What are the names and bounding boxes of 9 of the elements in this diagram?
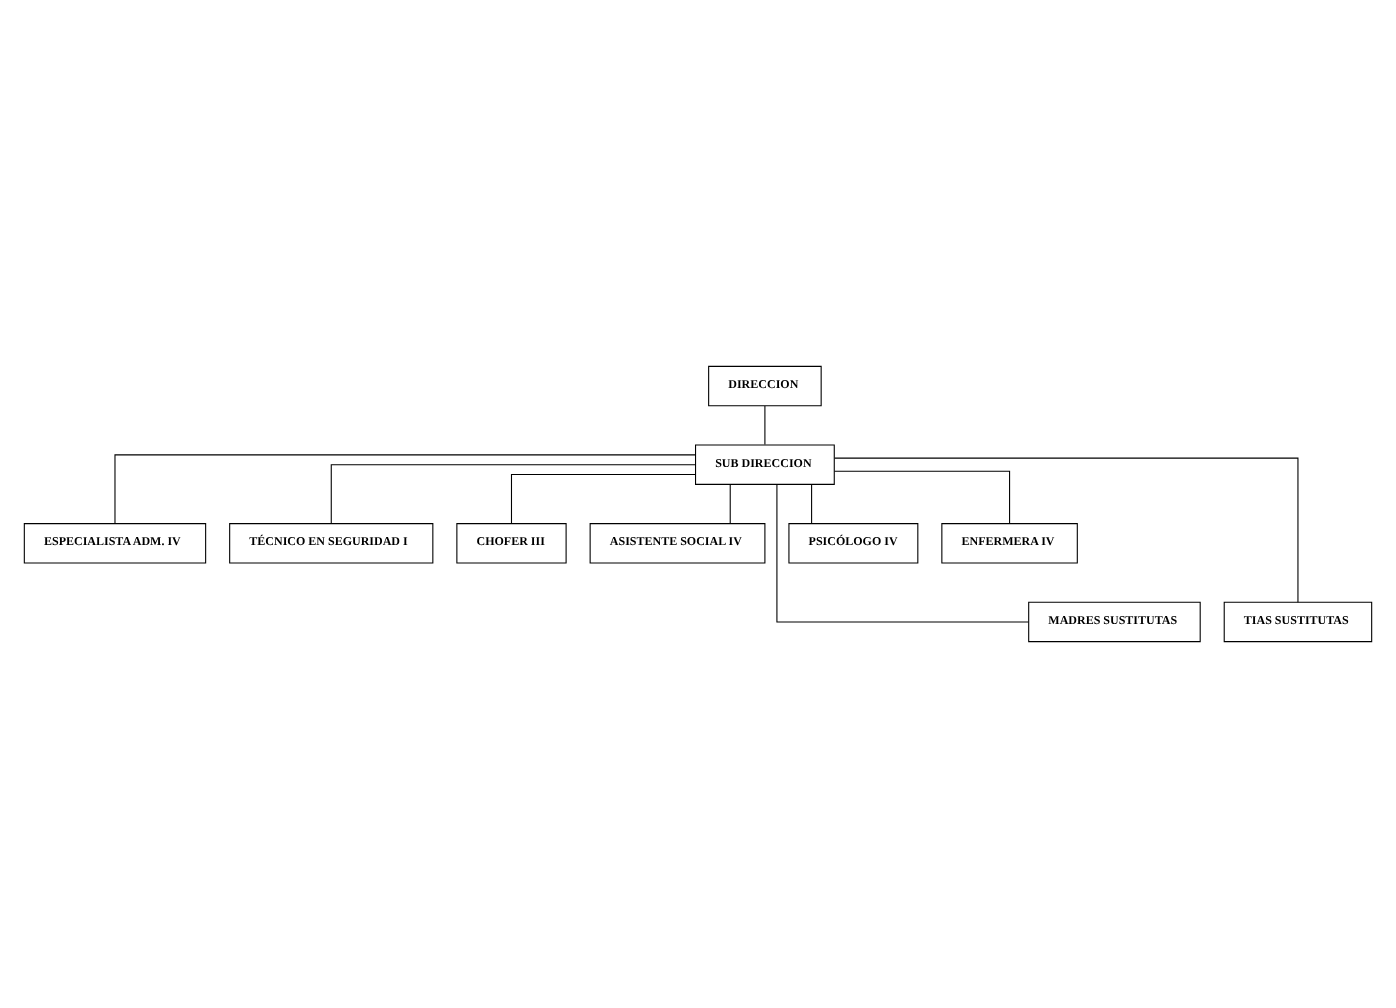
connector [729, 483, 731, 524]
connector [833, 470, 1011, 525]
connector [834, 457, 1299, 603]
connector [114, 454, 696, 524]
connector [764, 405, 766, 446]
connector [776, 484, 1029, 623]
connector [811, 483, 813, 524]
connector [510, 473, 696, 524]
connector [330, 464, 696, 525]
